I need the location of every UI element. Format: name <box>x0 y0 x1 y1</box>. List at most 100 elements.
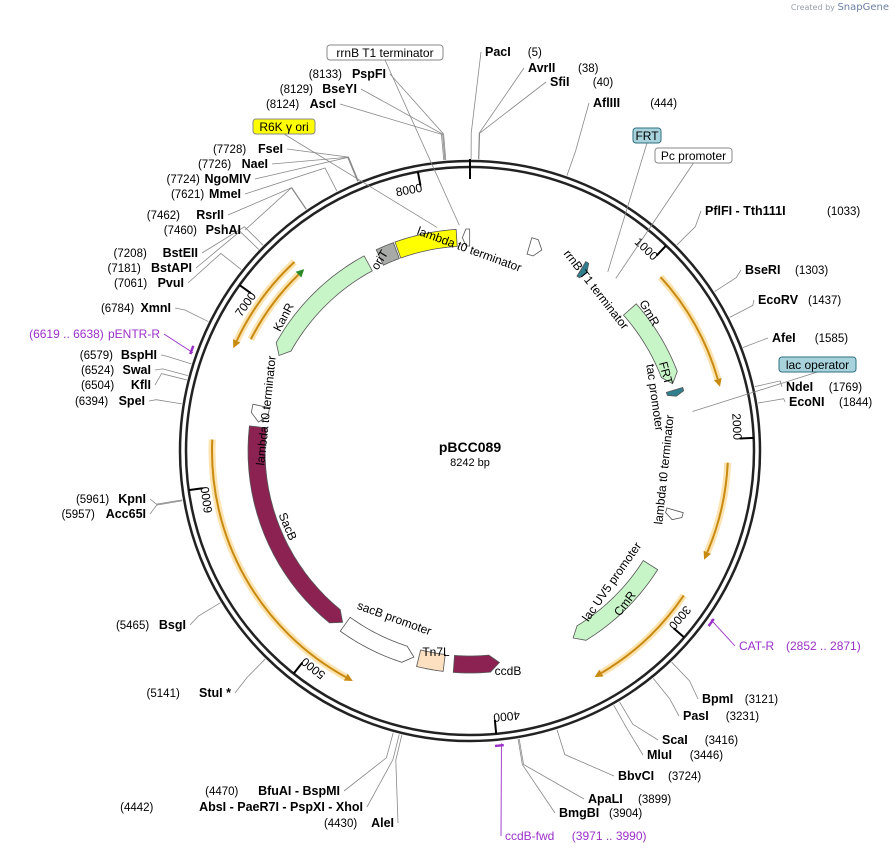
site-leader <box>234 658 266 694</box>
feature-block <box>576 261 590 279</box>
site-name: AflIII <box>593 96 620 110</box>
site-name: KpnI <box>118 492 146 506</box>
site-position: (7621) <box>171 189 204 201</box>
site-leader <box>148 399 182 405</box>
callout-leader <box>283 133 438 228</box>
orf-arc <box>235 261 296 342</box>
primer-range: (3971 .. 3990) <box>572 829 647 843</box>
site-name: BfuAI - BspMI <box>258 784 340 798</box>
site-leader <box>619 701 659 741</box>
feature-block <box>247 425 344 624</box>
feature-block <box>665 387 685 397</box>
site-name: NgoMIV <box>204 172 251 186</box>
site-position: (6579) <box>80 350 113 362</box>
site-position: (5961) <box>76 494 109 506</box>
orf-arrowhead <box>295 269 305 278</box>
site-position: (5957) <box>62 509 95 521</box>
callout-box <box>326 44 444 61</box>
site-leader <box>395 734 403 824</box>
snapgene-branding: Created by SnapGene <box>791 2 889 13</box>
site-leader <box>389 73 447 161</box>
site-name: PvuI <box>158 276 184 290</box>
site-leader <box>201 226 264 254</box>
site-position: (7181) <box>108 263 141 275</box>
site-position: (4470) <box>205 786 238 798</box>
site-name: FseI <box>258 142 283 156</box>
feature-block <box>526 237 543 257</box>
tick-mark <box>655 244 667 257</box>
site-name: PasI <box>683 709 709 723</box>
feature-block <box>622 303 678 385</box>
site-leader <box>729 299 755 318</box>
site-position: (3899) <box>638 794 671 806</box>
site-position: (5465) <box>116 620 149 632</box>
site-name: EcoNI <box>789 395 824 409</box>
tick-label: 1000 <box>632 235 661 264</box>
plasmid-name: pBCC089 <box>439 439 501 455</box>
site-position: (444) <box>650 98 677 110</box>
primer-name: pENTR-R <box>108 327 160 341</box>
site-name: KflI <box>131 378 151 392</box>
site-leader <box>366 734 400 808</box>
site-name: XmnI <box>140 301 171 315</box>
site-name: BbvCI <box>618 769 654 783</box>
site-name: ScaI <box>662 733 688 747</box>
site-name: SwaI <box>123 363 152 377</box>
site-leader <box>244 167 338 195</box>
tick-label: 8000 <box>395 181 424 200</box>
site-leader <box>518 738 585 800</box>
site-position: (5) <box>528 47 542 59</box>
site-leader <box>271 156 359 182</box>
site-name: AvrII <box>528 61 555 75</box>
primer-leader <box>163 333 194 354</box>
site-name: BstEII <box>163 246 198 260</box>
orf-arrowhead <box>594 669 604 678</box>
site-leader <box>160 354 192 365</box>
orf-arc <box>659 276 719 380</box>
feature-layer <box>247 228 685 674</box>
feature-block <box>416 649 446 672</box>
site-name: NdeI <box>786 380 813 394</box>
site-position: (1769) <box>829 382 862 394</box>
site-leader <box>566 102 590 176</box>
site-leader <box>149 500 183 515</box>
tick-mark <box>739 436 754 440</box>
callout-label: lac operator <box>786 358 849 372</box>
site-leader <box>154 368 189 377</box>
callout-leader <box>384 59 460 226</box>
site-position: (3121) <box>745 694 778 706</box>
site-name: BspHI <box>121 348 157 362</box>
site-layer: PacI(5)AvrII(38)SfiI(40)AflIII(444)PflFI… <box>62 45 873 830</box>
site-position: (7728) <box>213 144 246 156</box>
feature-label: rrnB T1 terminator <box>561 247 632 332</box>
primer-range: (6619 .. 6638) <box>29 327 104 341</box>
site-leader <box>714 269 742 292</box>
site-name: BstAPI <box>151 261 192 275</box>
callout-leader <box>615 162 694 279</box>
site-leader <box>613 704 644 756</box>
site-leader <box>517 738 556 814</box>
site-name: RsrII <box>196 208 224 222</box>
site-leader <box>343 732 394 792</box>
site-position: (1844) <box>839 397 872 409</box>
feature-label: ccdB <box>495 664 522 678</box>
site-leader <box>286 148 359 182</box>
tick-mark <box>493 719 498 734</box>
site-name: BsgI <box>159 618 186 632</box>
site-leader <box>742 337 769 348</box>
site-position: (40) <box>593 77 614 89</box>
tick-mark <box>238 284 252 295</box>
site-position: (6524) <box>81 365 114 377</box>
primer-mark <box>189 345 195 355</box>
site-name: PacI <box>485 45 511 59</box>
tick-label: 6000 <box>198 485 216 514</box>
orf-arrowhead <box>703 550 711 560</box>
site-position: (7726) <box>198 159 231 171</box>
callout-label: rrnB T1 terminator <box>336 46 433 60</box>
callout-label: R6K γ ori <box>259 120 308 134</box>
site-position: (5141) <box>147 688 180 700</box>
site-name: AfeI <box>772 331 796 345</box>
site-leader <box>478 67 525 160</box>
callout-leader <box>607 142 648 272</box>
site-leader <box>556 729 615 777</box>
